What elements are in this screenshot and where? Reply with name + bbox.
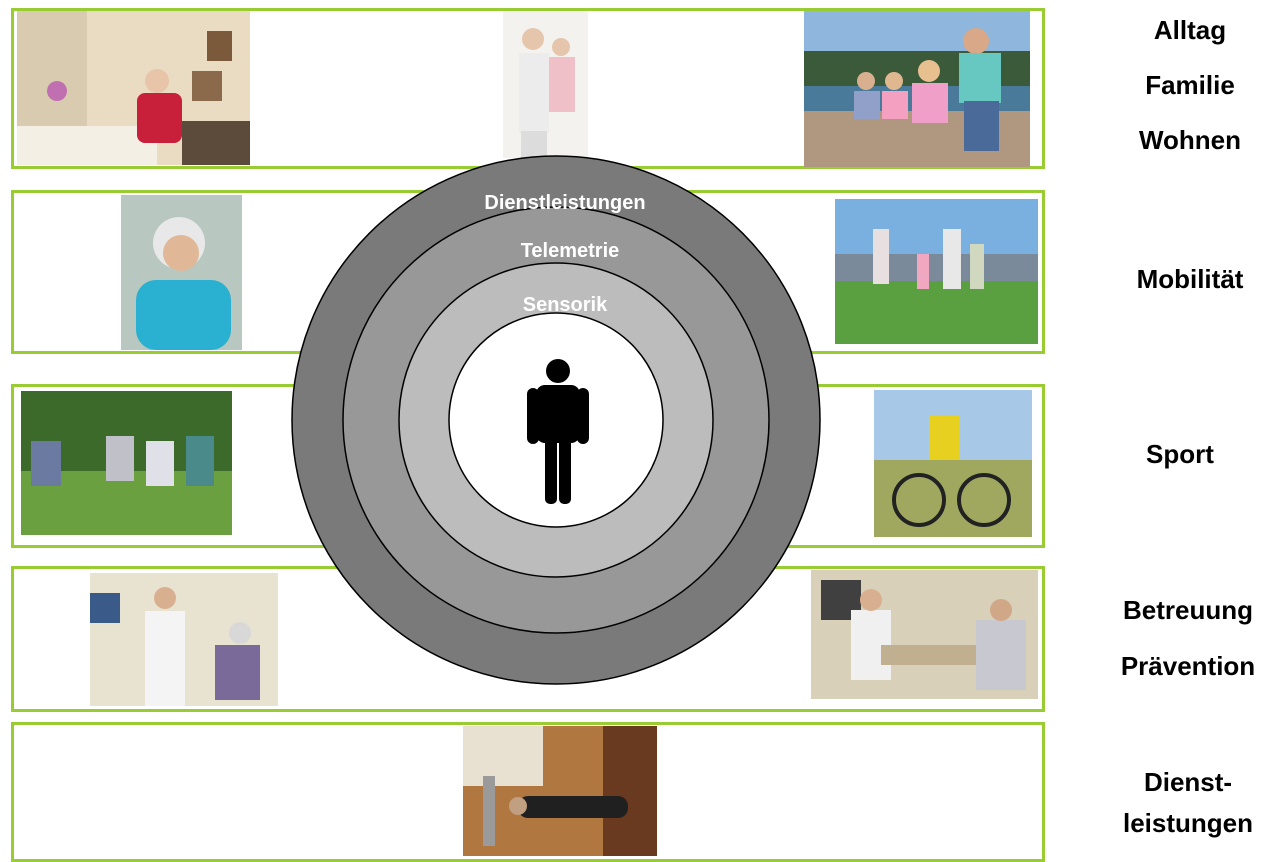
photo-seniors-cycling [21,391,232,535]
label-betreuung: Betreuung [1123,595,1253,625]
photo-family-lake [804,11,1030,167]
label-familie: Familie [1145,70,1235,100]
label-praevention: Prävention [1120,651,1256,681]
label-wohnen: Wohnen [1138,125,1242,155]
photo-senior-woman-tea [17,11,250,165]
photo-fallen-person [463,726,657,856]
photo-doctor-consultation [811,570,1038,699]
ring-label-dienstleistungen: Dienstleistungen [484,192,645,214]
ring-label-telemetrie: Telemetrie [521,240,620,262]
label-dienst-line1: Dienst- [1143,767,1233,797]
photo-cyclist [874,390,1032,537]
photo-nurse-senior [90,573,278,706]
label-sport: Sport [1146,439,1214,469]
ring-label-sensorik: Sensorik [523,294,608,316]
photo-family-hiking [835,199,1038,344]
person-icon [527,359,589,504]
photo-grandparents-child [503,11,588,158]
label-alltag: Alltag [1153,15,1227,45]
label-mobilitaet: Mobilität [1136,264,1244,294]
label-dienst-line2: leistungen [1122,808,1253,838]
photo-senior-woman-phone [121,195,242,350]
